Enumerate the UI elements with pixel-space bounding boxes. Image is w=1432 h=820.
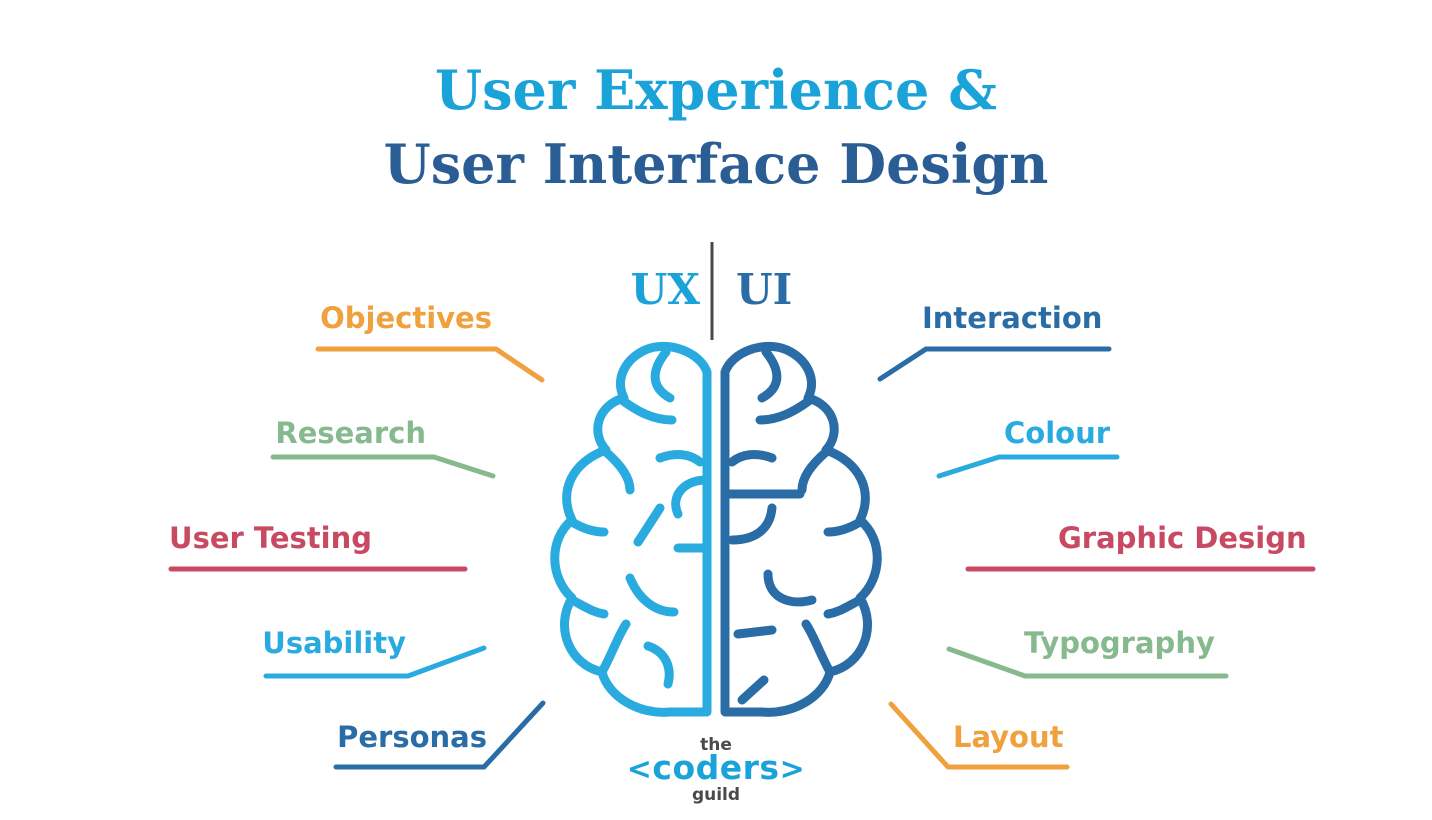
ux-heading: UX: [630, 265, 700, 314]
connector-interaction: [877, 346, 1112, 382]
title-line-2: User Interface Design: [383, 132, 1049, 196]
connector-layout: [888, 701, 1070, 770]
connector-objectives: [315, 346, 545, 383]
coders-guild-logo: the <coders> guild: [620, 734, 812, 808]
label-typography: Typography: [1024, 626, 1215, 660]
brain-right-hemisphere: [720, 341, 882, 717]
logo-coders-text: <coders>: [620, 750, 812, 788]
label-research: Research: [275, 416, 426, 450]
label-interaction: Interaction: [922, 301, 1103, 335]
logo-coders-word: coders: [652, 748, 780, 787]
label-colour: Colour: [1004, 416, 1111, 450]
label-objectives: Objectives: [320, 301, 492, 335]
logo-guild-text: guild: [691, 785, 741, 805]
ui-heading: UI: [736, 265, 793, 314]
label-usability: Usability: [262, 626, 406, 660]
connector-personas: [333, 700, 546, 770]
connector-colour: [936, 454, 1120, 479]
connector-research: [270, 454, 496, 479]
logo-open-bracket: <: [626, 752, 653, 787]
title-line-1: User Experience &: [435, 58, 997, 122]
logo-the-text: the: [700, 735, 732, 755]
connector-usability: [263, 645, 487, 679]
brain-left-hemisphere: [550, 341, 712, 717]
label-personas: Personas: [337, 720, 487, 754]
label-user-testing: User Testing: [169, 521, 372, 555]
logo-close-bracket: >: [779, 752, 806, 787]
label-layout: Layout: [953, 720, 1064, 754]
connector-typography: [946, 646, 1229, 679]
label-graphic-design: Graphic Design: [1058, 521, 1307, 555]
